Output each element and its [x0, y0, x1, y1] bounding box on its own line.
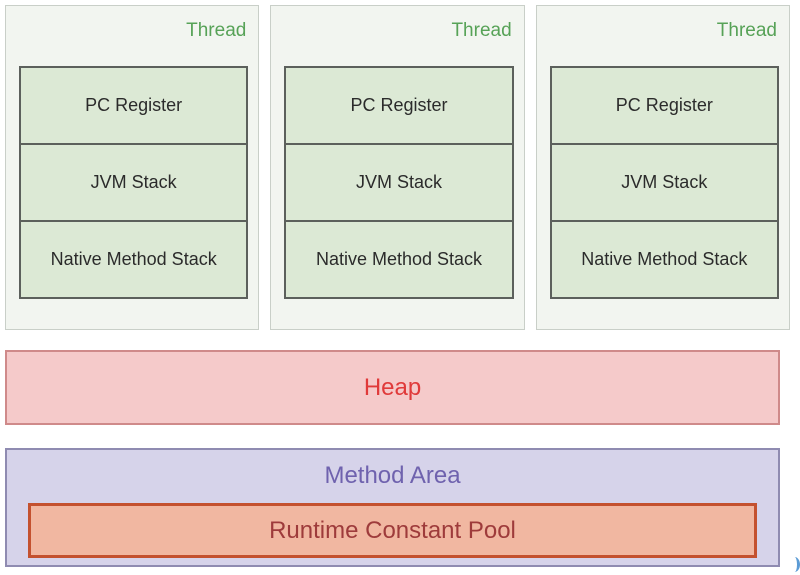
jvm-stack-box: JVM Stack: [284, 143, 514, 222]
pc-register-box: PC Register: [284, 66, 514, 145]
native-method-stack-box: Native Method Stack: [19, 220, 249, 299]
cursor-artifact: [791, 557, 800, 572]
thread-stack: PC Register JVM Stack Native Method Stac…: [284, 66, 514, 299]
threads-row: Thread PC Register JVM Stack Native Meth…: [5, 5, 790, 330]
thread-box-1: Thread PC Register JVM Stack Native Meth…: [5, 5, 260, 330]
runtime-constant-pool-box: Runtime Constant Pool: [28, 503, 757, 558]
thread-label: Thread: [716, 20, 777, 41]
native-method-stack-box: Native Method Stack: [284, 220, 514, 299]
thread-label: Thread: [186, 20, 247, 41]
jvm-stack-box: JVM Stack: [549, 143, 779, 222]
thread-stack: PC Register JVM Stack Native Method Stac…: [549, 66, 779, 299]
method-area-label: Method Area: [324, 462, 461, 489]
native-method-stack-box: Native Method Stack: [549, 220, 779, 299]
pc-register-box: PC Register: [19, 66, 249, 145]
thread-box-3: Thread PC Register JVM Stack Native Meth…: [535, 5, 790, 330]
thread-box-2: Thread PC Register JVM Stack Native Meth…: [270, 5, 525, 330]
jvm-stack-box: JVM Stack: [19, 143, 249, 222]
pc-register-box: PC Register: [549, 66, 779, 145]
thread-stack: PC Register JVM Stack Native Method Stac…: [19, 66, 249, 299]
method-area-box: Method Area Runtime Constant Pool: [5, 448, 780, 567]
thread-label: Thread: [451, 20, 512, 41]
heap-box: Heap: [5, 350, 780, 425]
